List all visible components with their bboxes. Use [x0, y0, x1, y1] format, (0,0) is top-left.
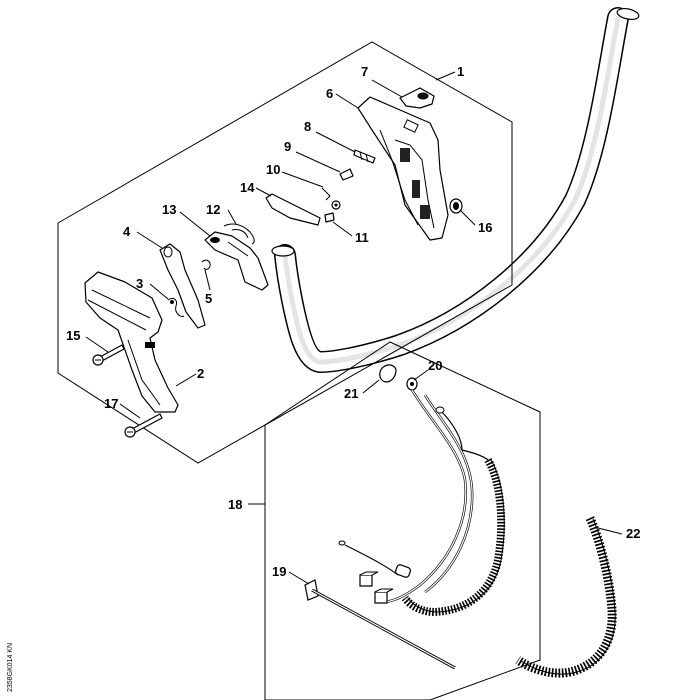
housing-half-left	[84, 271, 179, 413]
housing-screw-15	[92, 344, 125, 366]
leader-lines	[85, 71, 623, 585]
callout-13: 13	[162, 202, 176, 217]
callout-16: 16	[478, 220, 492, 235]
cable-harness	[338, 389, 506, 617]
callout-10: 10	[266, 162, 280, 177]
callout-8: 8	[304, 119, 311, 134]
terminal-part	[406, 377, 418, 391]
cable-tie	[304, 579, 456, 670]
callout-12: 12	[206, 202, 220, 217]
torsion-spring	[321, 187, 341, 210]
callout-1: 1	[457, 64, 464, 79]
callout-19: 19	[272, 564, 286, 579]
contact-spring-2	[223, 223, 255, 245]
cable-assembly-frame	[264, 341, 541, 700]
callout-7: 7	[361, 64, 368, 79]
housing-half-right	[357, 96, 449, 241]
drawing-code: 2358GK014 KN	[7, 643, 14, 692]
coiled-cable	[515, 516, 617, 678]
protective-cap	[379, 364, 397, 383]
small-screw	[324, 212, 335, 223]
throttle-trigger	[204, 231, 269, 291]
callout-14: 14	[240, 180, 255, 195]
callout-9: 9	[284, 139, 291, 154]
callout-17: 17	[104, 396, 118, 411]
slide-part	[399, 87, 435, 109]
spring-part	[167, 297, 185, 317]
callout-3: 3	[136, 276, 143, 291]
callout-4: 4	[123, 224, 131, 239]
housing-screw-17	[124, 413, 163, 438]
callout-20: 20	[428, 358, 442, 373]
callout-2: 2	[197, 366, 204, 381]
callout-11: 11	[355, 230, 369, 245]
callout-18: 18	[228, 497, 242, 512]
callout-22: 22	[626, 526, 640, 541]
contact-spring	[353, 149, 376, 164]
lever-part	[265, 193, 321, 226]
callout-21: 21	[344, 386, 358, 401]
handle-assembly-frame	[57, 41, 513, 464]
callout-5: 5	[205, 291, 212, 306]
callout-15: 15	[66, 328, 80, 343]
callout-labels: 1 2 3 4 5 6 7 8 9 10 11 12 13 14 15 16 1…	[66, 64, 640, 579]
callout-6: 6	[326, 86, 333, 101]
grommet-part	[449, 198, 463, 214]
pin-part	[339, 168, 354, 181]
interlock-lever	[159, 243, 206, 329]
handlebar-tube	[271, 7, 640, 374]
retaining-clip	[201, 259, 211, 270]
